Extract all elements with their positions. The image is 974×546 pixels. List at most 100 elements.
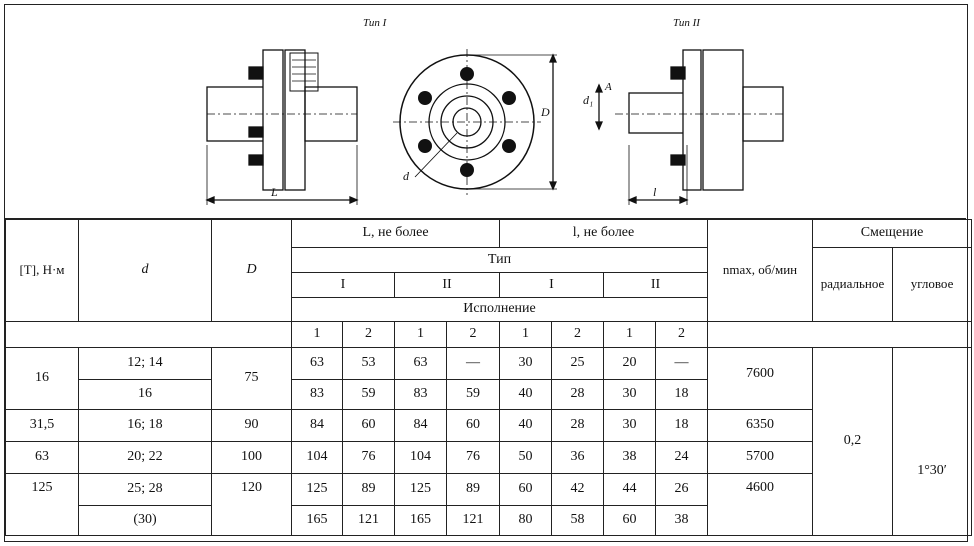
cell-L: 125 xyxy=(291,473,343,506)
cell-radial-offset: 0,2 xyxy=(812,347,894,536)
cell-L: 76 xyxy=(342,441,395,474)
coupling-drawing-svg xyxy=(205,49,785,205)
spec-sheet: Тип I Тип II xyxy=(4,4,973,542)
cell-torque: 31,5 xyxy=(5,409,79,442)
cell-L: 121 xyxy=(342,505,395,536)
cell-L: 53 xyxy=(342,347,395,380)
cell-L: 63 xyxy=(394,347,447,380)
header-D: D xyxy=(211,219,292,322)
cell-l: 60 xyxy=(499,473,552,506)
cell-l: 80 xyxy=(499,505,552,536)
header-L-group: L, не более xyxy=(291,219,500,248)
cell-l: 25 xyxy=(551,347,604,380)
cell-L: 63 xyxy=(291,347,343,380)
header-L-type-I: I xyxy=(291,272,395,298)
cell-d: (30) xyxy=(78,505,212,536)
cell-d: 20; 22 xyxy=(78,441,212,474)
cell-l: 18 xyxy=(654,409,709,442)
cell-L: 84 xyxy=(394,409,447,442)
header-type: Тип xyxy=(290,247,709,273)
dim-A-label: A xyxy=(605,81,612,93)
cell-nmax: 6350 xyxy=(707,409,814,442)
cell-D: 75 xyxy=(211,347,292,410)
cell-l: 60 xyxy=(603,505,656,536)
cell-l: — xyxy=(654,347,709,380)
cell-l: 20 xyxy=(603,347,656,380)
header-l-group: l, не более xyxy=(498,219,709,248)
dim-d-label: d xyxy=(403,169,409,183)
cell-L: 89 xyxy=(446,473,500,506)
cell-l: 50 xyxy=(499,441,552,474)
header-version-1: 1 xyxy=(499,321,552,348)
cell-l: 44 xyxy=(603,473,656,506)
cell-l: 24 xyxy=(654,441,709,474)
cell-L: 59 xyxy=(446,379,500,410)
cell-L: — xyxy=(446,347,500,380)
cell-l: 26 xyxy=(654,473,709,506)
cell-nmax: 5700 xyxy=(707,441,814,474)
cell-l: 30 xyxy=(603,409,656,442)
cell-angular-offset: 1°30′ xyxy=(892,347,973,536)
header-l-type-II: II xyxy=(602,272,709,298)
cell-L: 84 xyxy=(291,409,343,442)
cell-D: 120 xyxy=(211,473,292,536)
cell-L: 60 xyxy=(342,409,395,442)
cell-l: 38 xyxy=(654,505,709,536)
header-radial: радиальное xyxy=(812,247,894,322)
cell-L: 83 xyxy=(291,379,343,410)
cell-L: 125 xyxy=(394,473,447,506)
cell-l: 28 xyxy=(551,379,604,410)
header-version-2: 2 xyxy=(654,321,709,348)
cell-nmax: 4600 xyxy=(707,473,814,536)
spec-table: [T], Н·м d D L, не более l, не более nma… xyxy=(5,219,973,536)
cell-l: 30 xyxy=(499,347,552,380)
cell-l: 30 xyxy=(603,379,656,410)
cell-L: 104 xyxy=(291,441,343,474)
header-version-1: 1 xyxy=(291,321,343,348)
cell-torque: 63 xyxy=(5,441,79,474)
cell-l: 28 xyxy=(551,409,604,442)
cell-l: 18 xyxy=(654,379,709,410)
cell-l: 40 xyxy=(499,379,552,410)
caption-type-1: Тип I xyxy=(363,17,387,29)
header-version: Исполнение xyxy=(290,297,709,322)
cell-L: 121 xyxy=(446,505,500,536)
cell-l: 42 xyxy=(551,473,604,506)
cell-L: 76 xyxy=(446,441,500,474)
cell-L: 165 xyxy=(291,505,343,536)
cell-d: 16 xyxy=(78,379,212,410)
header-version-2: 2 xyxy=(551,321,604,348)
header-torque: [T], Н·м xyxy=(5,219,79,322)
cell-nmax: 7600 xyxy=(707,347,814,410)
cell-l: 40 xyxy=(499,409,552,442)
cell-d: 16; 18 xyxy=(78,409,212,442)
cell-D: 90 xyxy=(211,409,292,442)
coupling-drawing: Тип I Тип II xyxy=(5,5,966,219)
caption-type-2: Тип II xyxy=(673,17,700,29)
right-flange xyxy=(284,49,306,191)
header-version-1: 1 xyxy=(394,321,447,348)
left-flange xyxy=(262,49,284,191)
cell-D: 100 xyxy=(211,441,292,474)
cell-L: 89 xyxy=(342,473,395,506)
cell-L: 59 xyxy=(342,379,395,410)
tapered-hub xyxy=(628,92,686,134)
cell-L: 60 xyxy=(446,409,500,442)
cell-d: 25; 28 xyxy=(78,473,212,506)
cell-L: 83 xyxy=(394,379,447,410)
header-angular: угловое xyxy=(892,247,973,322)
header-version-2: 2 xyxy=(342,321,395,348)
header-l-type-I: I xyxy=(499,272,604,298)
dim-d1-label: d₁ xyxy=(583,93,594,107)
cell-l: 36 xyxy=(551,441,604,474)
dim-L-label: L xyxy=(271,185,278,199)
header-L-type-II: II xyxy=(394,272,500,298)
cell-l: 38 xyxy=(603,441,656,474)
cell-l: 58 xyxy=(551,505,604,536)
cell-torque: 125 xyxy=(5,473,79,536)
dim-D-label: D xyxy=(541,105,550,119)
cell-L: 165 xyxy=(394,505,447,536)
header-version-2: 2 xyxy=(446,321,500,348)
cell-d: 12; 14 xyxy=(78,347,212,380)
header-offset: Смещение xyxy=(812,219,973,248)
